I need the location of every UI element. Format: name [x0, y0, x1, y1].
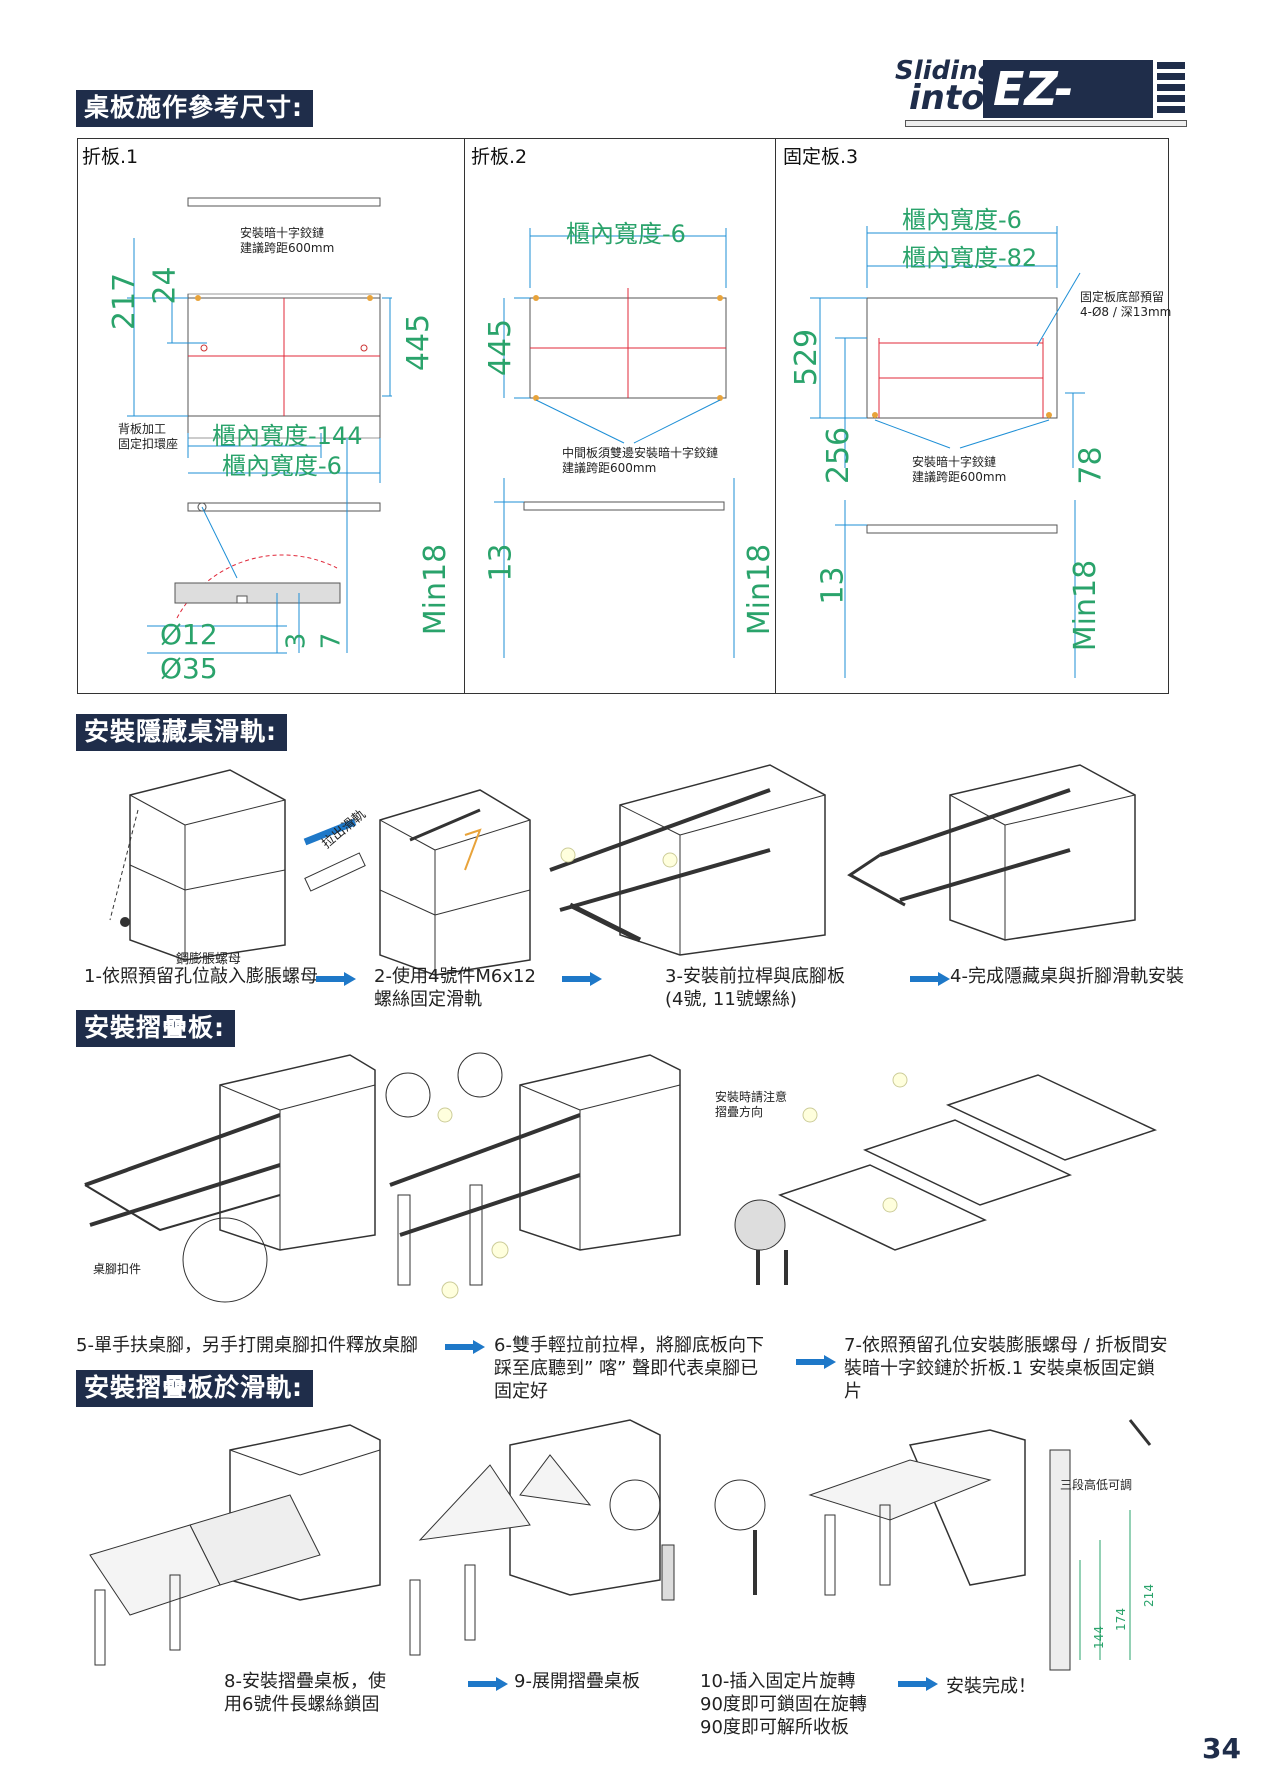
- logo-into: into: [909, 78, 985, 118]
- rail-step-1: 1-依照預留孔位敲入膨脹螺母: [84, 966, 318, 987]
- panel-label-3: 固定板.3: [783, 146, 859, 168]
- logo-rail-bar: [905, 120, 1187, 127]
- p2-mid-note: 中間板須雙邊安裝暗十字鉸鏈建議跨距600mm: [562, 446, 719, 475]
- p1-hinge-note: 安裝暗十字鉸鏈建議跨距600mm: [240, 226, 335, 255]
- panel-label-2: 折板.2: [471, 146, 528, 168]
- p1-dim-24: 24: [147, 266, 183, 305]
- p2-width: 櫃內寬度-6: [566, 220, 686, 248]
- rail-install-illustrations: [109, 764, 1136, 976]
- panel-label-1: 折板.1: [82, 146, 139, 168]
- arrow-icon: [445, 1340, 485, 1354]
- nut-label: 鋼膨脹螺母: [176, 952, 242, 967]
- height-adjust-label: 三段高低可調: [1060, 1478, 1133, 1492]
- final-step-8: 8-安裝摺疊桌板，使用6號件長螺絲鎖固: [224, 1671, 386, 1715]
- arrow-icon: [562, 972, 602, 986]
- fold-rail-illustrations: [89, 1419, 1152, 1671]
- rail-step-3: 3-安裝前拉桿與底腳板(4號, 11號螺絲): [665, 966, 845, 1010]
- arrow-icon: [468, 1677, 508, 1691]
- height-174: 174: [1113, 1608, 1128, 1631]
- section-title-board: 桌板施作參考尺寸:: [76, 90, 313, 127]
- p2-dim-13: 13: [483, 543, 519, 582]
- p1-width-b: 櫃內寬度-6: [222, 452, 342, 480]
- install-done: 安裝完成！: [946, 1676, 1036, 1697]
- p1-dim-217: 217: [107, 272, 143, 331]
- final-step-9: 9-展開摺疊桌板: [514, 1671, 640, 1692]
- fold-step-5: 5-單手扶桌腳，另手打開桌腳扣件釋放桌腳: [76, 1335, 418, 1356]
- panel-1-drawing: [127, 197, 392, 654]
- p1-d3: 3: [281, 632, 312, 650]
- p1-d7: 7: [316, 632, 347, 650]
- p3-hinge-note: 安裝暗十字鉸鏈建議跨距600mm: [912, 455, 1007, 484]
- height-214: 214: [1141, 1584, 1156, 1607]
- p3-width-b: 櫃內寬度-82: [902, 244, 1038, 272]
- height-144: 144: [1091, 1626, 1106, 1649]
- arrow-icon: [796, 1355, 836, 1369]
- p2-dim-445: 445: [483, 318, 519, 377]
- fold-install-illustrations: [84, 1052, 1158, 1303]
- p3-min18: Min18: [1068, 559, 1104, 652]
- p1-d12: Ø12: [160, 618, 218, 651]
- p1-dim-445: 445: [401, 313, 437, 372]
- p3-dim-529: 529: [789, 328, 825, 387]
- p3-dim-78: 78: [1073, 446, 1109, 485]
- fold-step-6: 6-雙手輕拉前拉桿，將腳底板向下踩至底聽到” 喀” 聲即代表桌腳已固定好: [494, 1335, 764, 1402]
- arrow-icon: [316, 972, 356, 986]
- fold-attention-note: 安裝時請注意摺疊方向: [715, 1090, 788, 1119]
- section-title-rail: 安裝隱藏桌滑軌:: [76, 714, 287, 751]
- arrow-icon: [910, 972, 950, 986]
- arrow-icon: [898, 1677, 938, 1691]
- panel-2-drawing: [494, 228, 735, 658]
- p1-width-a: 櫃內寬度-144: [212, 422, 363, 450]
- p1-back-note: 背板加工固定扣環座: [118, 422, 179, 451]
- p1-min18: Min18: [418, 543, 454, 636]
- p1-d35: Ø35: [160, 652, 218, 685]
- p3-dim-13: 13: [815, 566, 851, 605]
- logo-brand: EZ-Pro: [983, 60, 1153, 174]
- p3-width-a: 櫃內寬度-6: [902, 206, 1022, 234]
- fold-step-7: 7-依照預留孔位安裝膨脹螺母 / 折板間安裝暗十字鉸鏈於折板.1 安裝桌板固定鎖…: [844, 1335, 1168, 1402]
- page-number: 34: [1202, 1732, 1241, 1765]
- panel-3-drawing: [810, 226, 1085, 678]
- p3-dim-256: 256: [821, 426, 857, 485]
- section-title-fold: 安裝摺疊板:: [76, 1010, 235, 1047]
- rail-step-4: 4-完成隱藏桌與折腳滑軌安裝: [950, 966, 1184, 987]
- p2-min18: Min18: [742, 543, 778, 636]
- logo-sliding: Sliding: [895, 56, 997, 86]
- logo-stripes: [1157, 62, 1185, 114]
- brand-logo: Sliding into EZ-Pro: [895, 56, 1187, 174]
- section-title-fold-rail: 安裝摺疊板於滑軌:: [76, 1370, 313, 1407]
- board-dimensions-frame: [77, 138, 1169, 694]
- leg-clip-label: 桌腳扣件: [93, 1262, 142, 1276]
